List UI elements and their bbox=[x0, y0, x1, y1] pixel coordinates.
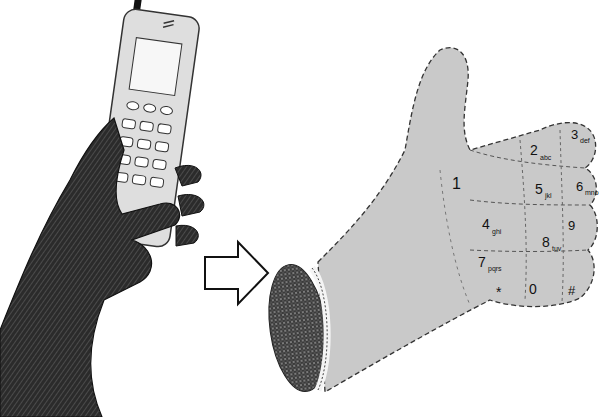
key-letters: pqrs bbox=[488, 265, 502, 272]
key-number: 5 bbox=[535, 182, 543, 196]
key-number: 6 bbox=[576, 180, 583, 193]
key-number: 8 bbox=[542, 235, 550, 249]
transform-arrow bbox=[205, 242, 268, 304]
key-letters: ghi bbox=[492, 228, 501, 235]
key-number: 7 bbox=[478, 255, 486, 269]
key-letters: jkl bbox=[545, 192, 552, 199]
key-number: 1 bbox=[452, 176, 461, 192]
key-number: 4 bbox=[482, 217, 490, 231]
key-number: 9 bbox=[568, 219, 575, 232]
key-number: * bbox=[496, 285, 501, 299]
key-letters: tuv bbox=[552, 245, 561, 252]
key-number: 0 bbox=[529, 282, 537, 296]
key-number: 3 bbox=[571, 128, 578, 141]
key-number: # bbox=[568, 284, 575, 297]
key-letters: def bbox=[580, 137, 590, 144]
key-number: 2 bbox=[530, 143, 538, 157]
holding-hand bbox=[0, 118, 204, 417]
key-letters: mno bbox=[585, 189, 599, 196]
keypad-glove bbox=[318, 48, 597, 392]
key-letters: abc bbox=[540, 154, 551, 161]
glove-cuff bbox=[261, 261, 334, 396]
